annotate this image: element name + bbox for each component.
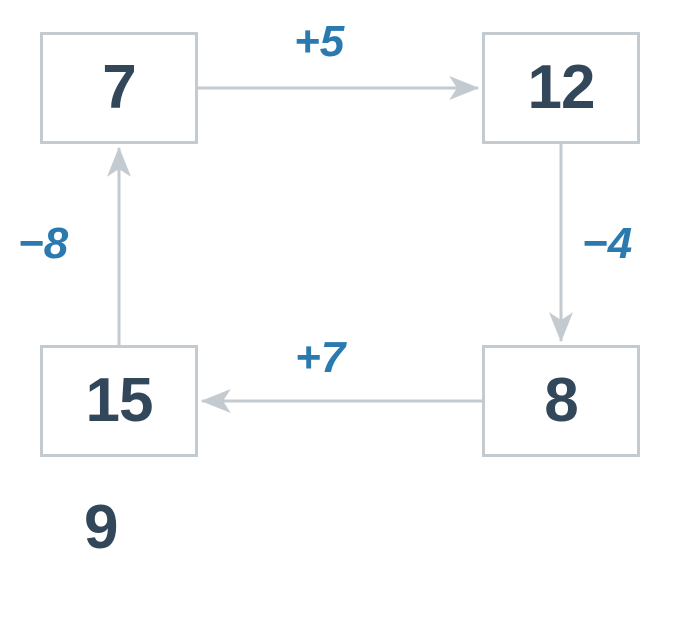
node-value: 12 [527,53,596,122]
edge-label-8-to-15: +7 [295,333,346,382]
edge-label-12-to-8: −4 [582,219,633,268]
node-bottom-right[interactable]: 8 [482,345,640,457]
node-value: 8 [544,366,578,435]
loose-value: 9 [84,493,118,562]
node-bottom-left[interactable]: 15 [40,345,198,457]
edge-label-7-to-12: +5 [294,17,345,66]
edge-label-15-to-7: −8 [18,219,69,268]
node-value: 15 [85,366,154,435]
node-value: 7 [102,53,136,122]
node-top-right[interactable]: 12 [482,32,640,144]
node-top-left[interactable]: 7 [40,32,198,144]
